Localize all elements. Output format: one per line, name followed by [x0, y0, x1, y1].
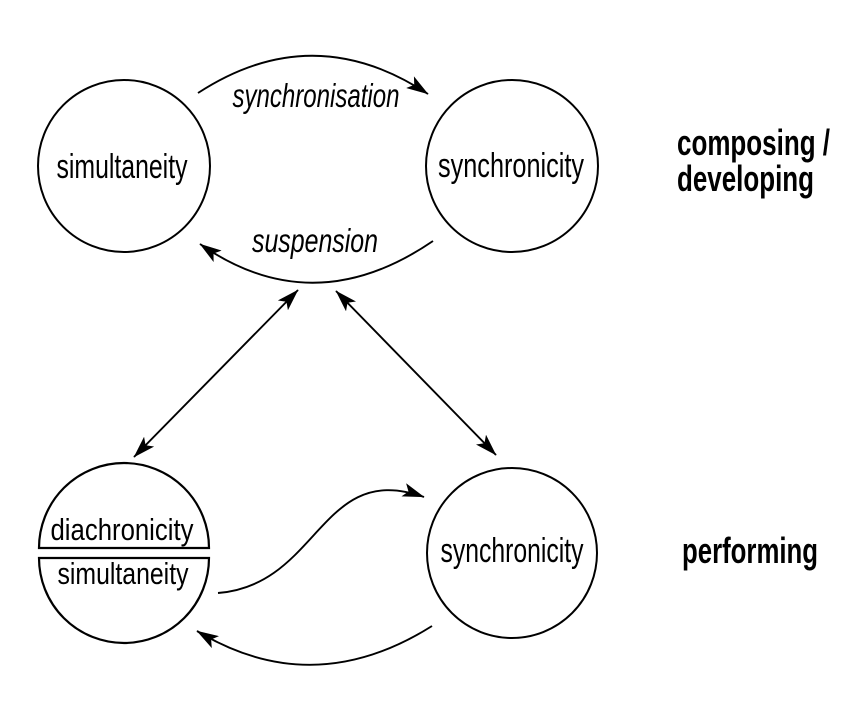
node-diachronicity-upper-segment — [37, 461, 211, 550]
node-simultaneity-bottom-label: simultaneity — [58, 556, 189, 591]
edge-synchronisation-label: synchronisation — [233, 77, 400, 114]
phase-label-composing-line2: developing — [677, 158, 814, 199]
node-diachronicity-label: diachronicity — [51, 512, 194, 547]
edge-double-arrow-right — [335, 290, 497, 456]
phase-label-performing: performing — [682, 530, 818, 571]
node-simultaneity-lower-segment — [37, 556, 211, 645]
edge-synchronisation-arrow — [197, 54, 429, 95]
node-simultaneity-label: simultaneity — [57, 148, 188, 186]
edge-double-arrow-left — [133, 289, 299, 458]
node-synchronicity-bottom-label: synchronicity — [441, 532, 584, 570]
edge-suspension-arrow — [199, 240, 434, 284]
node-synchronicity-top-circle — [425, 79, 599, 253]
edge-bottom-return-arrow — [196, 625, 433, 666]
edge-suspension-label: suspension — [252, 222, 378, 259]
phase-label-composing-line1: composing / — [677, 122, 830, 163]
node-synchronicity-bottom-circle — [426, 467, 598, 639]
node-simultaneity-circle — [37, 79, 211, 253]
node-synchronicity-top-label: synchronicity — [438, 147, 584, 185]
edge-bottom-forward-arrow — [217, 483, 425, 594]
